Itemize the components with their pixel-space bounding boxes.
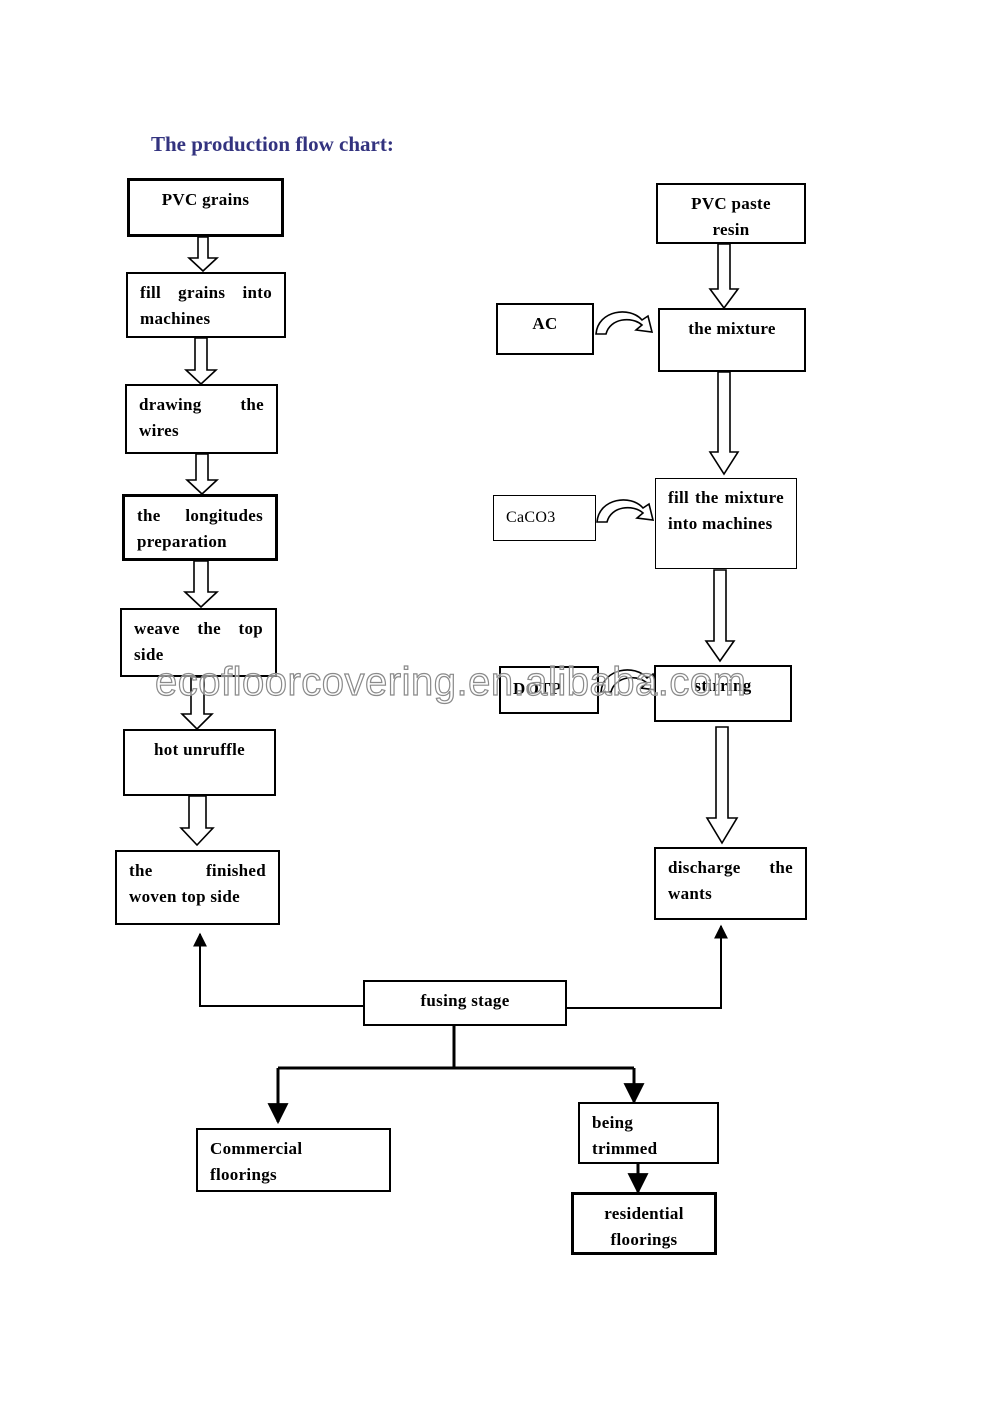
curved-arrow-icon	[595, 311, 654, 335]
arrow-down-icon	[184, 453, 220, 496]
trimmed-label: being trimmed	[592, 1113, 658, 1158]
pvc-paste-label: PVC paste resin	[691, 194, 771, 239]
box-finished: the finished woven top side	[115, 850, 280, 925]
box-weave: weave the top side	[120, 608, 277, 677]
longitudes-label: the longitudes preparation	[137, 506, 263, 551]
stirring-label: stirring	[694, 676, 752, 695]
arrow-down-icon	[180, 676, 214, 731]
box-fill-mixture: fill the mixture into machines	[655, 478, 797, 569]
drawing-wires-label: drawing the wires	[139, 395, 264, 440]
arrow-down-icon	[182, 560, 220, 609]
box-caco3: CaCO3	[493, 495, 596, 541]
commercial-label: Commercial floorings	[210, 1139, 303, 1184]
arrow-down-icon	[186, 236, 220, 273]
arrow-down-icon	[704, 569, 736, 663]
box-hot-unruffle: hot unruffle	[123, 729, 276, 796]
hot-unruffle-label: hot unruffle	[154, 740, 245, 759]
box-pvc-paste: PVC paste resin	[656, 183, 806, 244]
box-discharge: discharge the wants	[654, 847, 807, 920]
finished-label: the finished woven top side	[129, 861, 266, 906]
box-dotp: DOTP	[499, 666, 599, 714]
arrow-down-icon	[708, 371, 740, 476]
arrow-down-icon	[183, 337, 219, 386]
curved-arrow-icon	[596, 499, 655, 523]
box-pvc-grains: PVC grains	[127, 178, 284, 237]
weave-label: weave the top side	[134, 619, 263, 664]
residential-label: residential floorings	[604, 1204, 684, 1249]
pvc-grains-label: PVC grains	[161, 190, 250, 209]
fill-grains-label: fill grains into machines	[140, 283, 272, 328]
box-fill-grains: fill grains into machines	[126, 272, 286, 338]
box-mixture: the mixture	[658, 308, 806, 372]
box-commercial: Commercial floorings	[196, 1128, 391, 1192]
fill-mixture-label: fill the mixture into machines	[668, 488, 784, 533]
mixture-label: the mixture	[688, 319, 776, 338]
box-longitudes: the longitudes preparation	[122, 494, 278, 561]
box-fusing-stage: fusing stage	[363, 980, 567, 1026]
arrow-down-icon	[179, 795, 215, 847]
box-drawing-wires: drawing the wires	[125, 384, 278, 454]
fusing-stage-label: fusing stage	[420, 991, 510, 1010]
box-trimmed: being trimmed	[578, 1102, 719, 1164]
box-ac: AC	[496, 303, 594, 355]
arrow-down-icon	[705, 726, 739, 845]
arrow-down-icon	[708, 243, 740, 310]
discharge-label: discharge the wants	[668, 858, 793, 903]
dotp-label: DOTP	[513, 679, 562, 698]
ac-label: AC	[532, 314, 558, 333]
box-stirring: stirring	[654, 665, 792, 722]
curved-arrow-icon	[600, 669, 659, 693]
caco3-label: CaCO3	[506, 509, 556, 526]
box-residential: residential floorings	[571, 1192, 717, 1255]
page-title: The production flow chart:	[151, 132, 394, 156]
